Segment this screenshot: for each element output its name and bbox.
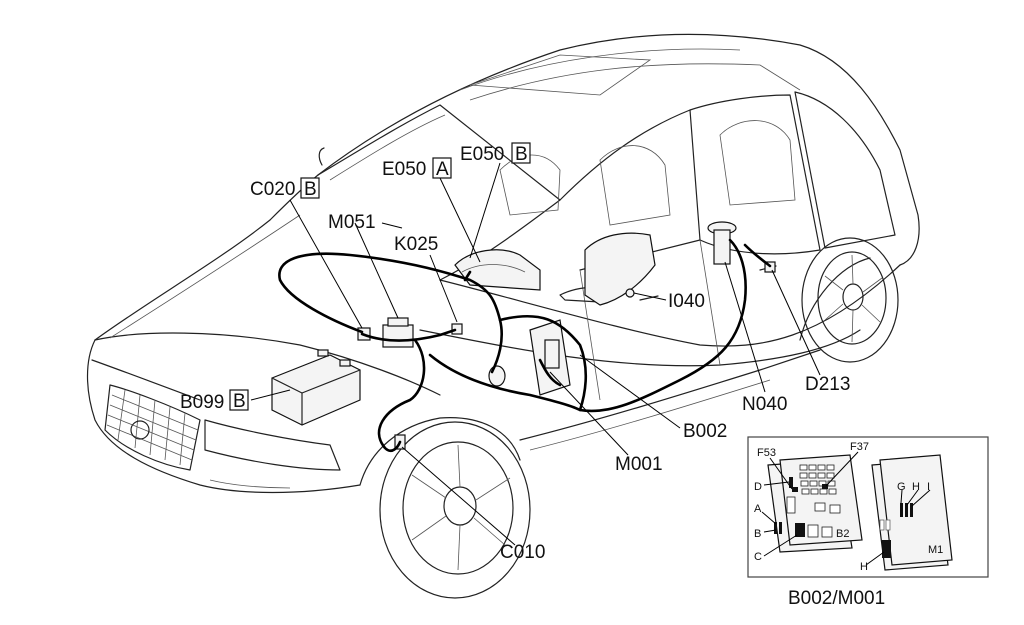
front-wheel <box>379 421 531 599</box>
inset-fuse-f53 <box>792 487 798 492</box>
callout-e050-a: E050 A <box>382 157 452 180</box>
inset-fuse-f37 <box>822 484 828 489</box>
label-c010: C010 <box>500 542 545 563</box>
inset-label-c: C <box>754 551 762 563</box>
label-e050-b: E050 <box>460 144 504 165</box>
callout-b099: B099 B <box>180 389 249 413</box>
fuse-box-m051 <box>382 317 414 348</box>
inset-connector-g <box>900 503 903 517</box>
inset-label-a: A <box>754 503 762 515</box>
inset-connector-b <box>779 522 782 534</box>
label-b002: B002 <box>683 421 727 442</box>
fuel-pump-unit <box>707 221 737 265</box>
label-m051: M051 <box>328 212 376 233</box>
label-m001: M001 <box>615 454 663 475</box>
tag-b099: B <box>233 391 246 412</box>
callout-e050-b: E050 B <box>460 142 531 165</box>
inset-connector-a <box>774 522 777 534</box>
battery-b099 <box>271 349 361 426</box>
inset-connector-i <box>910 503 913 517</box>
inset-label-h-bottom: H <box>860 561 868 573</box>
rear-wheel <box>801 237 899 363</box>
inset-connector-c <box>795 523 805 537</box>
tag-e050-a: A <box>436 159 449 180</box>
label-e050-a: E050 <box>382 159 426 180</box>
inset-panel-b002-m001: F53 F37 D A B C B2 G H I H M1 <box>747 436 989 578</box>
inset-label-b: B <box>754 528 761 540</box>
instrument-panel <box>454 249 541 291</box>
label-c020: C020 <box>250 179 295 200</box>
tag-c020: B <box>304 179 317 200</box>
inset-label-m1: M1 <box>928 544 943 556</box>
wiring-harness <box>278 238 772 453</box>
inset-connector-d <box>789 477 793 488</box>
inset-label-i: I <box>927 481 930 493</box>
leader-lines <box>250 162 821 546</box>
car-outline <box>86 33 920 494</box>
label-k025: K025 <box>394 234 438 255</box>
label-b099: B099 <box>180 392 224 413</box>
inset-label-d: D <box>754 481 762 493</box>
inset-unit-m001 <box>871 454 953 571</box>
body-computer-b002 <box>529 319 571 396</box>
label-n040: N040 <box>742 394 787 415</box>
sensor-i040 <box>625 288 635 298</box>
inset-caption: B002/M001 <box>788 588 885 609</box>
label-i040: I040 <box>668 291 705 312</box>
inset-label-h-top: H <box>912 481 920 493</box>
grommet <box>488 365 506 387</box>
inset-unit-b002 <box>767 454 863 553</box>
inset-connector-h-top <box>905 503 908 517</box>
relay-k025 <box>451 323 463 335</box>
inset-label-f37: F37 <box>850 441 869 453</box>
label-d213: D213 <box>805 374 850 395</box>
tag-e050-b: B <box>515 144 528 165</box>
callout-c020: C020 B <box>250 177 320 200</box>
inset-label-g: G <box>897 481 906 493</box>
inset-label-f53: F53 <box>757 447 776 459</box>
inset-connector-h-bottom <box>882 540 891 558</box>
center-console <box>584 232 656 306</box>
inset-label-b2: B2 <box>836 528 849 540</box>
